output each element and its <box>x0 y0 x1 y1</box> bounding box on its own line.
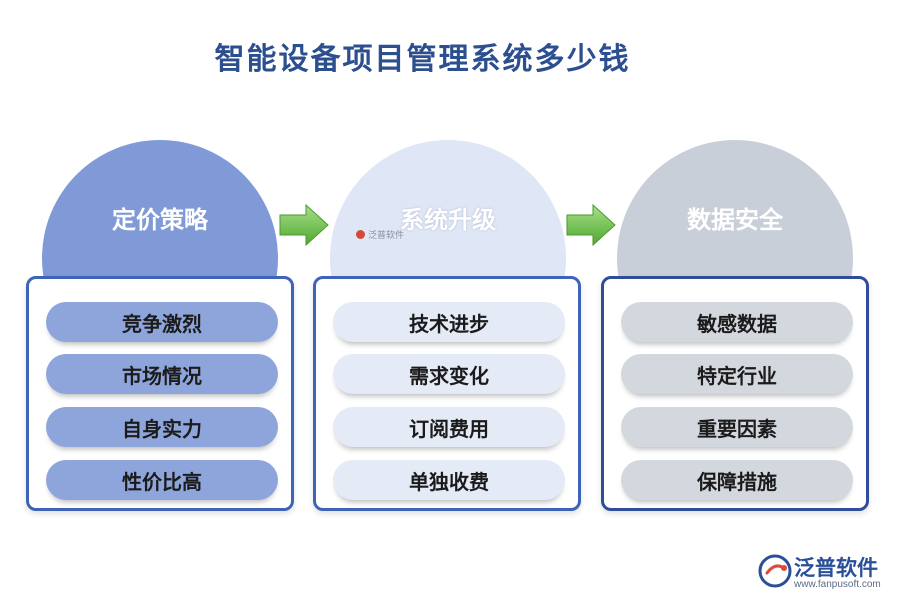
item-pill: 需求变化 <box>333 354 565 394</box>
item-pill: 敏感数据 <box>621 302 853 342</box>
item-pill: 重要因素 <box>621 407 853 447</box>
watermark: 泛普软件 <box>356 228 404 241</box>
watermark-text: 泛普软件 <box>368 231 405 241</box>
item-pill: 单独收费 <box>333 460 565 500</box>
logo-text: 泛普软件 <box>794 557 878 580</box>
category-heading: 定价策略 <box>112 206 208 234</box>
category-heading: 数据安全 <box>687 206 783 234</box>
item-pill: 特定行业 <box>621 354 853 394</box>
item-pill: 性价比高 <box>46 460 278 500</box>
item-pill: 保障措施 <box>621 460 853 500</box>
logo-icon <box>758 554 792 588</box>
item-pill: 市场情况 <box>46 354 278 394</box>
arrow-right-icon <box>566 203 616 247</box>
arrow-right-icon <box>279 203 329 247</box>
item-pill: 技术进步 <box>333 302 565 342</box>
category-heading: 系统升级 <box>400 206 496 234</box>
brand-logo: 泛普软件 www.fanpusoft.com <box>758 548 898 596</box>
panel-upgrade: 技术进步 需求变化 订阅费用 单独收费 <box>313 276 581 511</box>
page-title: 智能设备项目管理系统多少钱 <box>214 42 631 77</box>
watermark-logo-icon <box>356 230 365 239</box>
panel-pricing: 竞争激烈 市场情况 自身实力 性价比高 <box>26 276 294 511</box>
logo-url: www.fanpusoft.com <box>794 579 881 590</box>
item-pill: 订阅费用 <box>333 407 565 447</box>
item-pill: 自身实力 <box>46 407 278 447</box>
item-pill: 竞争激烈 <box>46 302 278 342</box>
panel-security: 敏感数据 特定行业 重要因素 保障措施 <box>601 276 869 511</box>
